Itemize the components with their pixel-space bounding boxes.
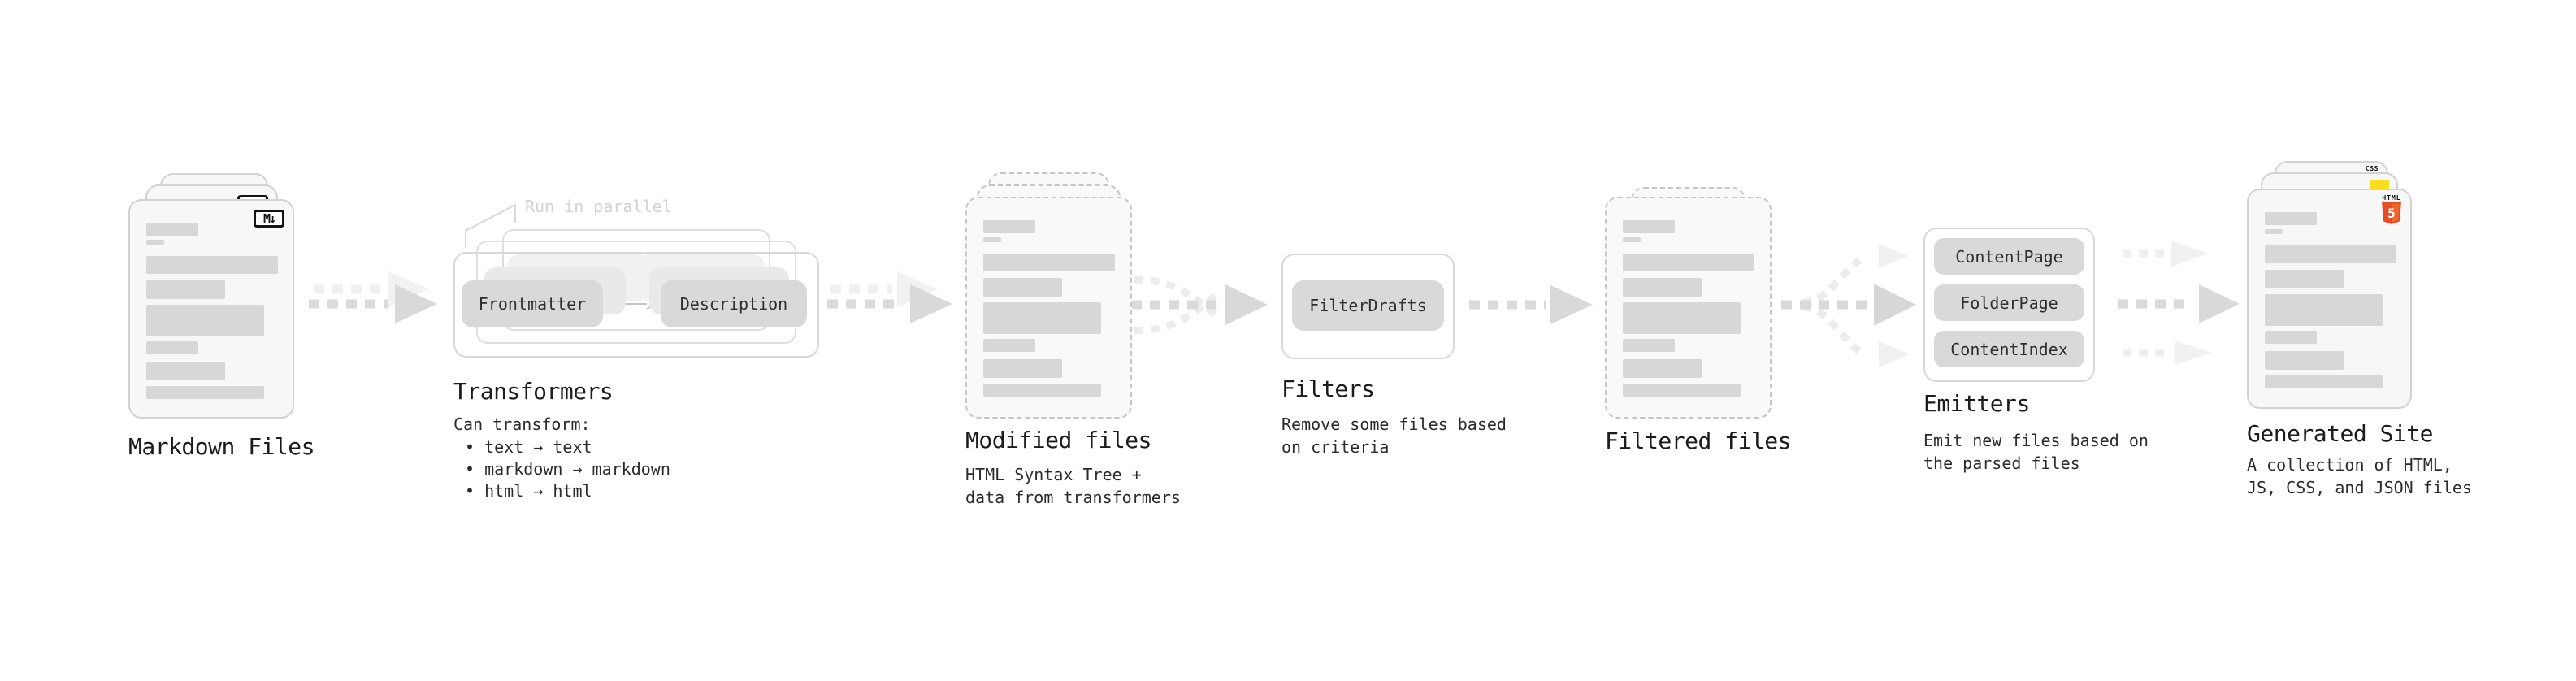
skeleton-bar [983,384,1101,397]
skeleton-bar [2265,331,2317,344]
generated-site-desc: JS, CSS, and JSON files [2247,478,2472,497]
skeleton-bar [983,237,1001,242]
markdown-file-card: M↓ [128,199,294,419]
run-in-parallel-callout: Run in parallel [525,197,672,216]
skeleton-bar [983,220,1035,233]
emitters-desc: the parsed files [1923,453,2080,473]
skeleton-bar [1623,339,1675,352]
markdown-files-label: Markdown Files [128,433,315,460]
generated-file-card-html: HTML 5 [2247,189,2412,409]
emitters-frame [1923,228,2095,382]
transformers-bullet: • markdown → markdown [465,459,670,479]
document-skeleton [983,220,1115,397]
modified-files-desc: HTML Syntax Tree + [965,465,1142,484]
arrow-transformers-to-modified [827,271,952,323]
arrow-modified-to-filters [1131,275,1268,335]
skeleton-bar [1623,384,1741,397]
emitters-desc: Emit new files based on [1923,431,2149,450]
skeleton-bar [2265,294,2383,326]
js-icon [2370,180,2389,189]
skeleton-bar [1623,254,1754,271]
contentindex-pill: ContentIndex [1934,331,2084,367]
folderpage-pill: FolderPage [1934,284,2084,321]
transformers-label: Transformers [453,378,614,405]
document-skeleton [146,223,278,399]
skeleton-bar [1623,302,1741,334]
css-icon: CSS [2366,165,2379,172]
skeleton-bar [146,223,198,236]
skeleton-bar [1623,220,1675,233]
transformers-bullet: • text → text [465,437,592,457]
description-pill: Description [661,280,807,327]
skeleton-bar [1623,237,1641,242]
skeleton-bar [983,339,1035,352]
filtered-file-card [1605,197,1772,419]
skeleton-bar [146,341,198,354]
transformers-bullet: • html → html [465,481,592,501]
html5-label: HTML [2382,194,2401,202]
generated-site-label: Generated Site [2247,420,2434,447]
skeleton-bar [2265,229,2283,234]
contentpage-pill: ContentPage [1934,238,2084,275]
skeleton-bar [146,305,264,336]
modified-file-card [965,197,1132,419]
skeleton-bar [2265,245,2396,263]
filters-desc: on criteria [1281,437,1390,457]
filters-desc: Remove some files based [1281,414,1507,434]
arrow-filters-to-filtered [1469,285,1593,324]
document-skeleton [1623,220,1754,397]
skeleton-bar [1623,359,1702,378]
html5-number: 5 [2387,206,2396,221]
arrow-markdown-to-transformers [309,271,437,323]
emitters-label: Emitters [1923,390,2030,417]
generated-site-desc: A collection of HTML, [2247,455,2452,475]
skeleton-bar [146,240,164,245]
filters-label: Filters [1281,375,1375,402]
arrow-emitters-to-generated [2118,241,2240,365]
skeleton-bar [983,302,1101,334]
skeleton-bar [983,359,1062,378]
skeleton-bar [983,254,1115,271]
skeleton-bar [146,386,264,399]
skeleton-bar [2265,270,2344,288]
skeleton-bar [2265,375,2383,388]
transformers-desc-title: Can transform: [453,414,591,434]
skeleton-bar [146,256,278,274]
filtered-files-label: Filtered files [1605,427,1792,454]
skeleton-bar [983,278,1062,297]
skeleton-bar [146,280,225,299]
skeleton-bar [2265,351,2344,370]
frontmatter-pill: Frontmatter [462,280,603,327]
skeleton-bar [146,362,225,380]
transformer-run-frame [453,252,819,358]
skeleton-bar [1623,278,1702,297]
arrow-filtered-to-emitters [1781,244,1916,367]
modified-files-desc: data from transformers [965,488,1181,507]
filterdrafts-pill: FilterDrafts [1292,280,1444,331]
html5-badge: HTML 5 [2380,194,2403,228]
skeleton-bar [2265,212,2317,225]
html5-shield-icon: 5 [2382,202,2401,224]
filters-frame [1281,254,1455,359]
document-skeleton [2265,212,2396,388]
markdown-icon: M↓ [254,210,284,228]
modified-files-label: Modified files [965,427,1152,453]
